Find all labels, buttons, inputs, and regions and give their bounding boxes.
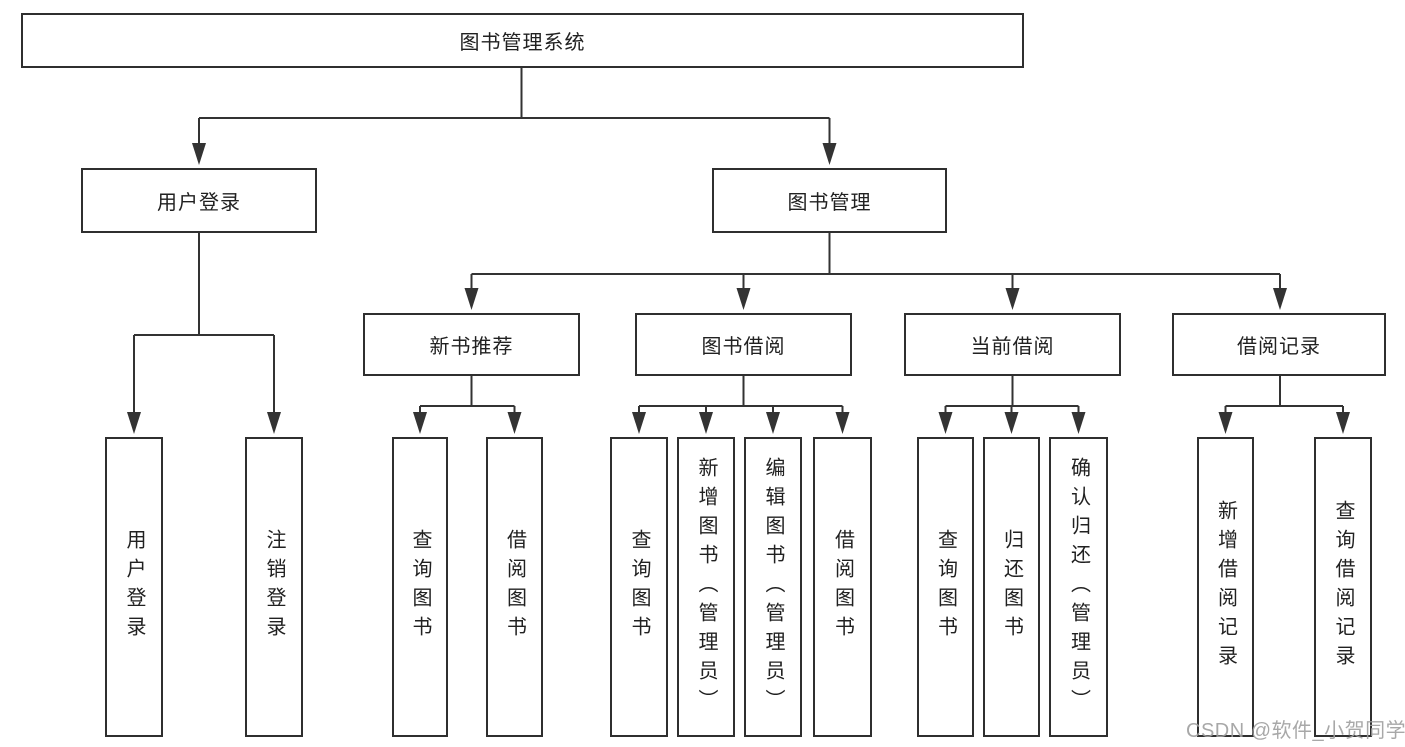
leaf-query-books-current: 查询图书 (917, 437, 974, 737)
leaf-label: 编辑图书（管理员） (762, 456, 784, 718)
leaf-label: 用户登录 (123, 529, 145, 645)
node-current-borrowing: 当前借阅 (904, 313, 1121, 376)
leaf-confirm-return-admin: 确认归还（管理员） (1049, 437, 1108, 737)
leaf-return-books: 归还图书 (983, 437, 1040, 737)
node-label: 图书管理系统 (459, 32, 586, 54)
csdn-watermark: CSDN @软件_小贺同学 (1186, 720, 1405, 742)
leaf-label: 查询图书 (934, 529, 957, 645)
leaf-label: 归还图书 (1000, 529, 1023, 645)
leaf-label: 注销登录 (263, 529, 285, 645)
leaf-label: 确认归还（管理员） (1067, 456, 1090, 718)
node-user-login: 用户登录 (81, 168, 317, 233)
node-library-management-system: 图书管理系统 (21, 13, 1024, 68)
node-new-book-recommendation: 新书推荐 (363, 313, 580, 376)
node-label: 借阅记录 (1237, 336, 1321, 358)
leaf-edit-books-admin: 编辑图书（管理员） (744, 437, 802, 737)
leaf-label: 查询图书 (409, 529, 431, 645)
node-borrowing-records: 借阅记录 (1172, 313, 1386, 376)
leaf-logout-login: 注销登录 (245, 437, 303, 737)
leaf-add-borrow-record: 新增借阅记录 (1197, 437, 1254, 737)
leaf-label: 新增借阅记录 (1214, 500, 1237, 674)
leaf-borrow-books-recommend: 借阅图书 (486, 437, 543, 737)
leaf-query-books-borrow: 查询图书 (610, 437, 668, 737)
leaf-label: 查询借阅记录 (1332, 500, 1354, 674)
node-label: 新书推荐 (429, 336, 514, 358)
leaf-query-books-recommend: 查询图书 (392, 437, 448, 737)
leaf-query-borrow-record: 查询借阅记录 (1314, 437, 1372, 737)
leaf-label: 借阅图书 (503, 529, 526, 645)
node-book-borrowing: 图书借阅 (635, 313, 852, 376)
leaf-label: 查询图书 (628, 529, 650, 645)
leaf-label: 借阅图书 (831, 529, 854, 645)
node-book-management: 图书管理 (712, 168, 947, 233)
node-label: 用户登录 (157, 192, 241, 214)
leaf-add-books-admin: 新增图书（管理员） (677, 437, 735, 737)
leaf-user-login: 用户登录 (105, 437, 163, 737)
node-label: 图书管理 (787, 192, 872, 214)
node-label: 图书借阅 (701, 336, 786, 358)
leaf-label: 新增图书（管理员） (695, 456, 717, 718)
node-label: 当前借阅 (970, 336, 1055, 358)
leaf-borrow-books-borrow: 借阅图书 (813, 437, 872, 737)
